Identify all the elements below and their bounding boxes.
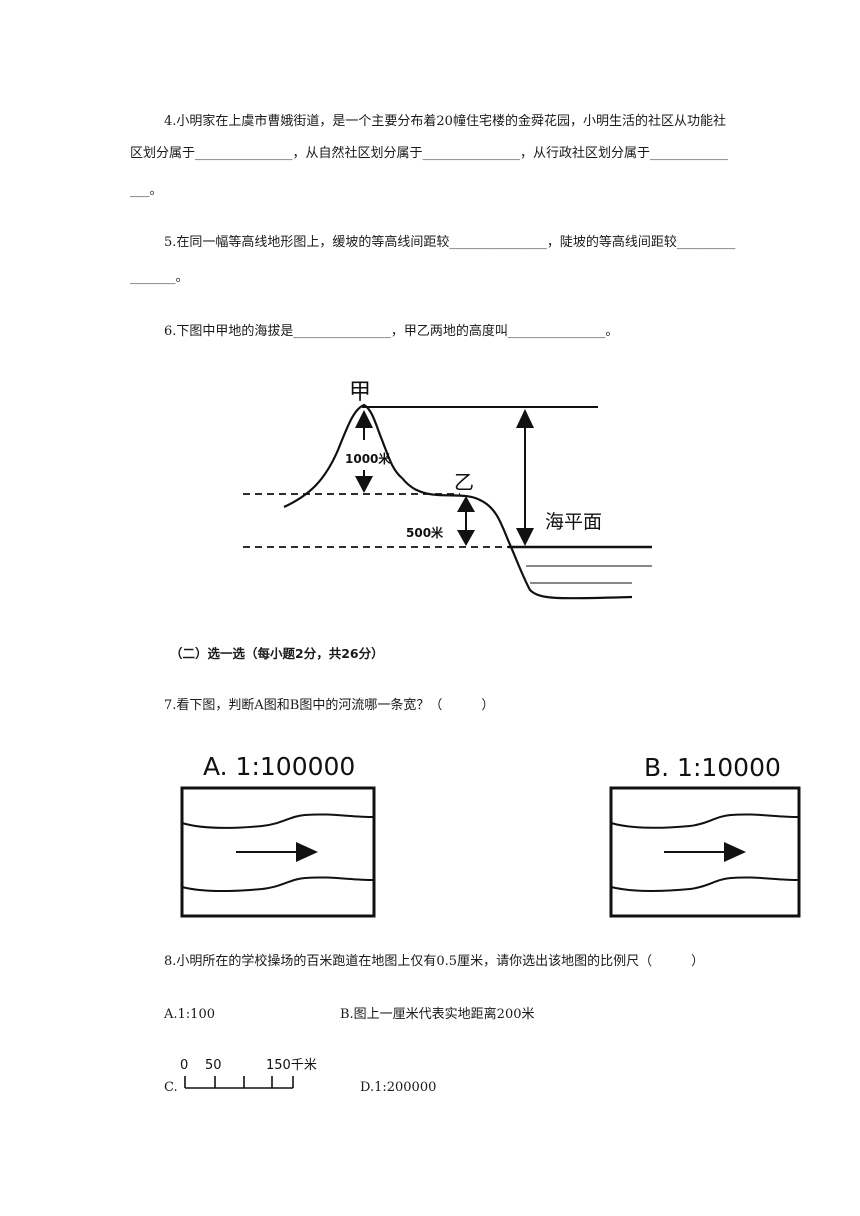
map-b-frame <box>609 786 801 918</box>
arrow-500-head-up <box>457 496 475 512</box>
q7-line1: 7.看下图，判断A图和B图中的河流哪一条宽？（ ） <box>164 698 495 713</box>
land-profile <box>401 477 633 600</box>
arrow-sea-head-up <box>516 409 534 428</box>
label-1000: 1000米 <box>345 451 391 466</box>
map-b-river-bank-bottom <box>610 876 800 892</box>
q8-option-a: A.1:100 <box>164 1007 215 1022</box>
q5-line1: 5.在同一幅等高线地形图上，缓坡的等高线间距较_______________，陡… <box>164 235 736 250</box>
q5-line2: _______。 <box>130 270 189 285</box>
map-b-river-bank-top <box>610 813 800 829</box>
scale-bar: 0 50 150千米 <box>180 1058 317 1089</box>
scale-label-150: 150千米 <box>266 1058 317 1073</box>
map-a-frame <box>180 786 376 918</box>
map-a-river-bank-bottom <box>181 876 375 892</box>
arrow-500-head-down <box>457 530 475 546</box>
q8-line1: 8.小明所在的学校操场的百米跑道在地图上仅有0.5厘米，请你选出该地图的比例尺（… <box>164 954 705 969</box>
map-a-river-bank-top <box>181 813 375 829</box>
river-maps: A. 1:100000 B. 1:10000 <box>180 752 801 918</box>
arrow-sea-head-down <box>516 528 534 546</box>
map-b-flow-arrow-head <box>724 842 746 862</box>
arrow-1000-head-down <box>355 476 373 493</box>
q6-line1: 6.下图中甲地的海拔是_______________，甲乙两地的高度叫_____… <box>164 324 619 339</box>
peak-arrowhead-up <box>355 410 373 428</box>
mountain-profile <box>283 403 403 508</box>
map-a-flow-arrow-head <box>296 842 318 862</box>
label-jia: 甲 <box>349 380 371 405</box>
q8-option-d: D.1:200000 <box>360 1080 437 1095</box>
map-a-title: A. 1:100000 <box>203 752 355 781</box>
label-500: 500米 <box>406 525 444 540</box>
q8-option-c-label: C. <box>164 1080 178 1095</box>
label-yi: 乙 <box>454 470 474 494</box>
scale-label-50: 50 <box>205 1058 222 1073</box>
q8-option-b: B.图上一厘米代表实地距离200米 <box>340 1007 535 1022</box>
label-sea: 海平面 <box>545 511 602 533</box>
q4-line3: ___。 <box>130 183 163 198</box>
map-b-title: B. 1:10000 <box>644 753 781 782</box>
elevation-diagram: 甲 乙 1000米 500米 海平面 <box>243 380 652 600</box>
q4-line1: 4.小明家在上虞市曹娥街道，是一个主要分布着20幢住宅楼的金舜花园，小明生活的社… <box>164 114 726 129</box>
scale-label-0: 0 <box>180 1058 188 1073</box>
q4-line2: 区划分属于_______________，从自然社区划分属于__________… <box>130 146 729 161</box>
section2-heading: （二）选一选（每小题2分，共26分） <box>170 646 384 661</box>
